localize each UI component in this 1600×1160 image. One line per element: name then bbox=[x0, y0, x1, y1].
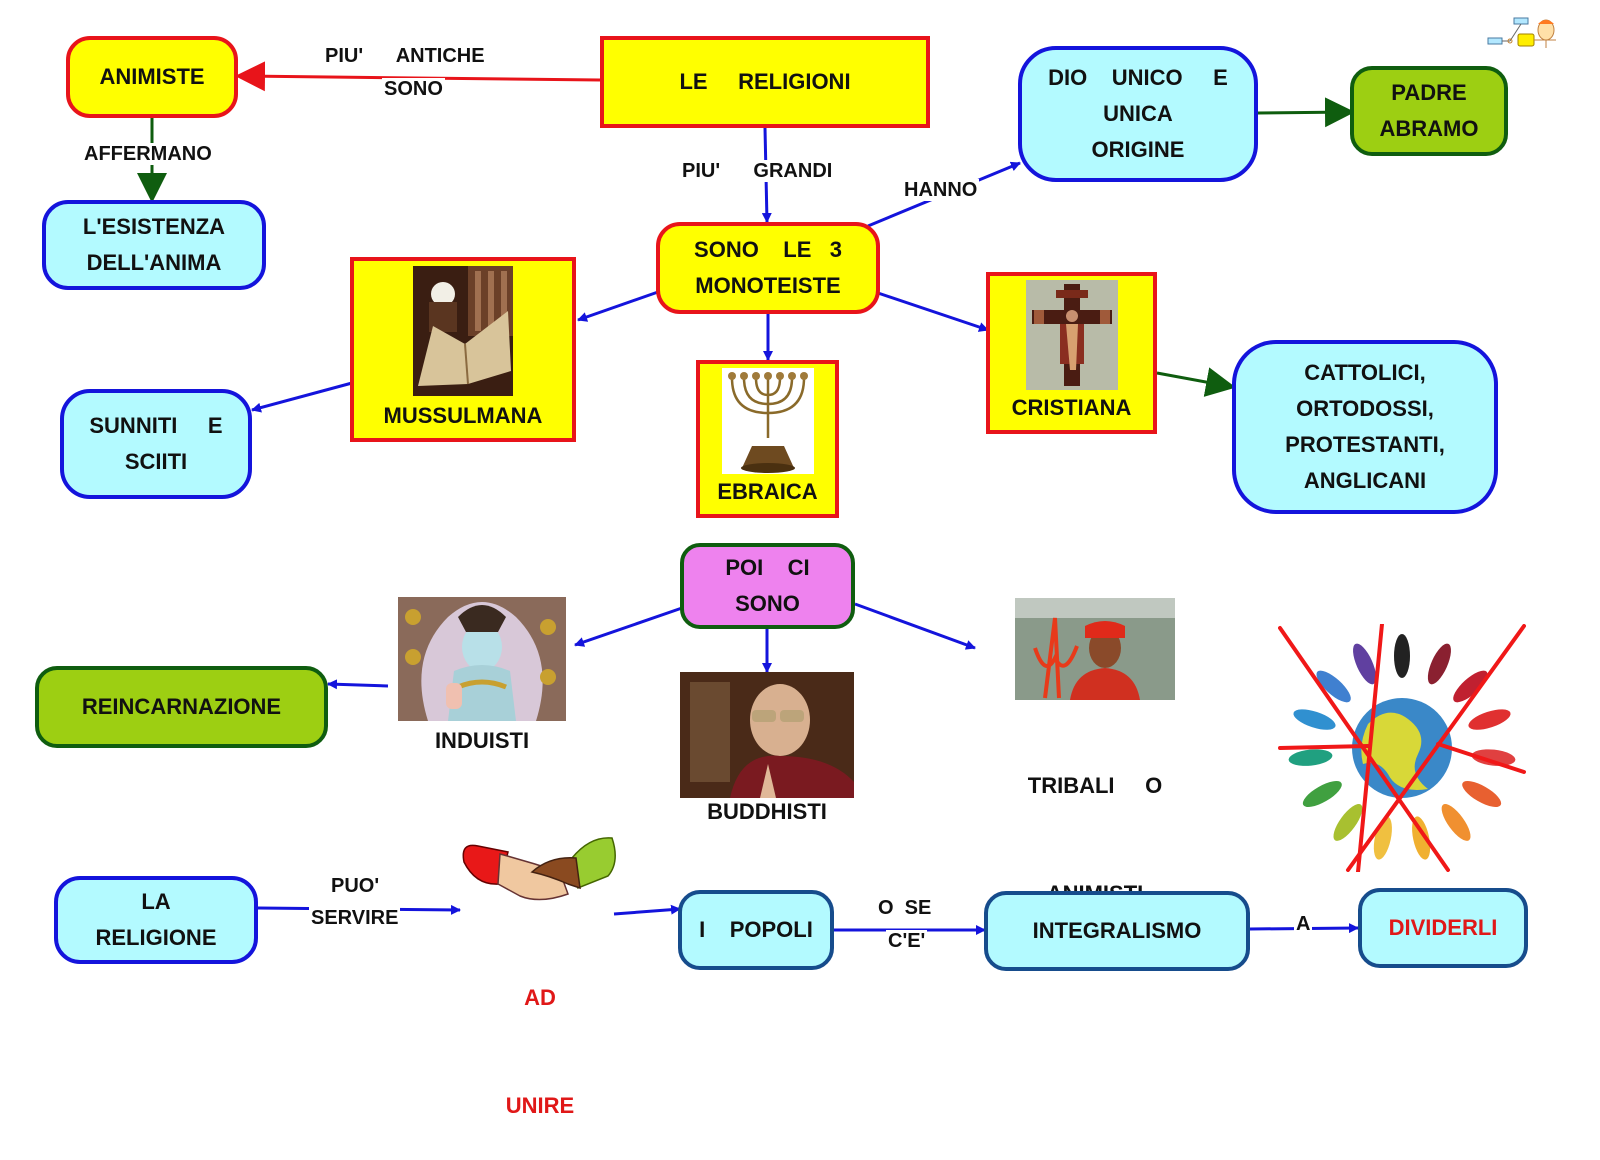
caption-text: UNIRE bbox=[505, 1093, 575, 1118]
edge-label-o-se: O SE bbox=[878, 897, 932, 919]
node-text: PROTESTANTI, bbox=[1285, 432, 1445, 457]
person-silhouette bbox=[1471, 749, 1516, 766]
node-text: RELIGIONE bbox=[95, 925, 217, 950]
node-text: PADRE bbox=[1391, 80, 1467, 105]
person-silhouette bbox=[1468, 709, 1511, 730]
edge-dio-abramo bbox=[1257, 97, 1355, 128]
edge-label-affermano: AFFERMANO bbox=[82, 143, 214, 165]
edge-cristiana-cattolici bbox=[1156, 367, 1236, 397]
node-text: CATTOLICI, bbox=[1304, 360, 1426, 385]
caption-induisti: INDUISTI bbox=[434, 728, 530, 753]
person-silhouette bbox=[1288, 749, 1333, 766]
node-text: DELL'ANIMA bbox=[86, 250, 222, 275]
people-around-globe-crossed-out bbox=[1278, 624, 1526, 872]
node-text: SONO LE 3 bbox=[694, 237, 842, 262]
person-silhouette bbox=[1333, 804, 1363, 841]
node-text: MONOTEISTE bbox=[695, 273, 841, 298]
edge-label-c-e: C'E' bbox=[886, 930, 928, 952]
edge-label-a: A bbox=[1294, 913, 1313, 935]
edge-poi-tribali bbox=[854, 602, 976, 650]
node-text: UNICA bbox=[1103, 101, 1173, 126]
edge-label-puo: PUO' bbox=[331, 875, 380, 897]
node-la-religione[interactable]: LA RELIGIONE bbox=[54, 876, 258, 964]
person-silhouette bbox=[1302, 781, 1342, 807]
node-esistenza-anima[interactable]: L'ESISTENZA DELL'ANIMA bbox=[42, 200, 266, 290]
node-padre-abramo[interactable]: PADRE ABRAMO bbox=[1350, 66, 1508, 156]
node-reincarnazione[interactable]: REINCARNAZIONE bbox=[35, 666, 328, 748]
node-text: LE RELIGIONI bbox=[679, 69, 851, 94]
person-silhouette bbox=[1462, 781, 1502, 807]
node-sunniti-sciiti[interactable]: SUNNITI E SCIITI bbox=[60, 389, 252, 499]
node-text: SCIITI bbox=[124, 449, 188, 474]
node-text: INTEGRALISMO bbox=[1032, 918, 1202, 943]
edge-mussulmana-sunniti bbox=[251, 381, 353, 413]
edge-label-servire: SERVIRE bbox=[309, 907, 401, 929]
node-dividerli[interactable]: DIVIDERLI bbox=[1358, 888, 1528, 968]
node-text: SUNNITI E bbox=[89, 413, 223, 438]
caption-buddhisti: BUDDHISTI bbox=[707, 799, 827, 824]
caption-text: AD bbox=[524, 985, 556, 1010]
node-text: ANGLICANI bbox=[1303, 468, 1427, 493]
edge-label-hanno: HANNO bbox=[902, 179, 980, 201]
node-text: ABRAMO bbox=[1379, 116, 1479, 141]
node-text: DIVIDERLI bbox=[1388, 915, 1498, 940]
node-le-religioni[interactable]: LE RELIGIONI bbox=[600, 36, 930, 128]
node-text: I POPOLI bbox=[699, 917, 813, 942]
tribal-man-photo[interactable] bbox=[1015, 598, 1175, 700]
edge-label-sono: SONO bbox=[382, 78, 445, 100]
node-text: ANIMISTE bbox=[99, 64, 205, 89]
node-text: ORTODOSSI, bbox=[1296, 396, 1434, 421]
caption-ad-unire: AD UNIRE bbox=[490, 908, 590, 1160]
edge-monoteiste-cristiana bbox=[877, 291, 989, 332]
person-silhouette bbox=[1293, 709, 1336, 730]
shiva-painting[interactable] bbox=[398, 597, 566, 721]
node-text: POI CI bbox=[725, 555, 810, 580]
node-text: L'ESISTENZA bbox=[82, 214, 226, 239]
node-text: ORIGINE bbox=[1091, 137, 1185, 162]
person-silhouette bbox=[1441, 804, 1471, 841]
crucifix-photo bbox=[1026, 280, 1118, 390]
node-dio-unico[interactable]: DIO UNICO E UNICA ORIGINE bbox=[1018, 46, 1258, 182]
edge-monoteiste-mussulmana bbox=[577, 290, 659, 322]
handshake-clipart bbox=[460, 832, 616, 910]
node-sono-le-3-monoteiste[interactable]: SONO LE 3 MONOTEISTE bbox=[656, 222, 880, 314]
quran-reader-photo bbox=[413, 266, 513, 396]
person-silhouette bbox=[1353, 643, 1377, 685]
person-silhouette bbox=[1316, 670, 1351, 703]
node-poi-ci-sono[interactable]: POI CI SONO bbox=[680, 543, 855, 629]
node-i-popoli[interactable]: I POPOLI bbox=[678, 890, 834, 970]
node-text: REINCARNAZIONE bbox=[81, 694, 282, 719]
node-animiste[interactable]: ANIMISTE bbox=[66, 36, 238, 118]
node-text: CRISTIANA bbox=[1011, 395, 1132, 420]
person-silhouette bbox=[1427, 643, 1451, 685]
cmap-logo-icon bbox=[1486, 14, 1560, 52]
person-silhouette bbox=[1453, 670, 1488, 703]
edge-unire-popoli bbox=[613, 904, 681, 916]
node-text: SONO bbox=[735, 591, 800, 616]
person-silhouette bbox=[1394, 634, 1410, 678]
edge-poi-induisti bbox=[574, 606, 683, 647]
node-integralismo[interactable]: INTEGRALISMO bbox=[984, 891, 1250, 971]
edge-induisti-reincarnazione bbox=[327, 679, 389, 690]
menorah-photo bbox=[722, 368, 814, 474]
dalai-lama-photo[interactable] bbox=[680, 672, 854, 798]
node-text: EBRAICA bbox=[717, 479, 818, 504]
node-text: MUSSULMANA bbox=[383, 403, 543, 428]
node-text: DIO UNICO E bbox=[1048, 65, 1228, 90]
node-cattolici[interactable]: CATTOLICI, ORTODOSSI, PROTESTANTI, ANGLI… bbox=[1232, 340, 1498, 514]
caption-text: TRIBALI O bbox=[1027, 773, 1163, 798]
edge-label-piu-antiche: PIU' ANTICHE bbox=[325, 45, 485, 67]
node-text: LA bbox=[141, 889, 171, 914]
edge-label-piu-grandi: PIU' GRANDI bbox=[680, 160, 835, 182]
